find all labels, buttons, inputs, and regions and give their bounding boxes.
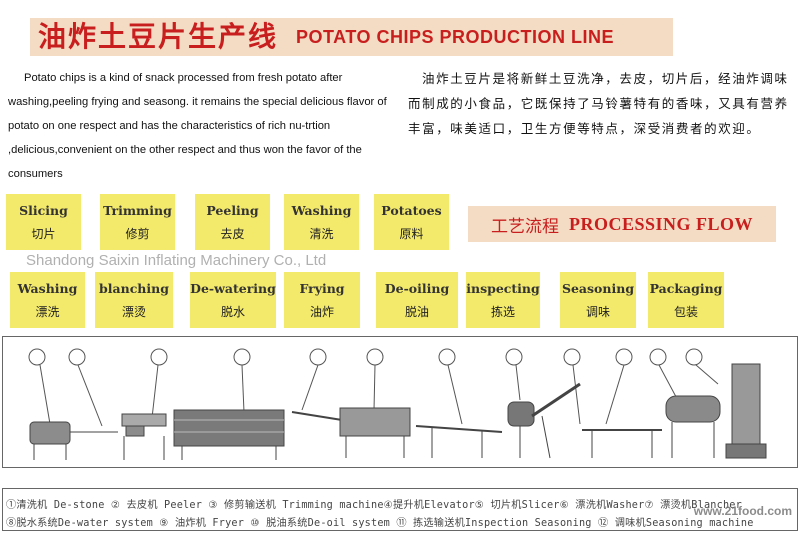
step-label-cn: 清洗 (309, 226, 334, 241)
step-label-cn: 油炸 (309, 304, 334, 319)
step-potatoes: Potatoes 原料 (374, 194, 449, 250)
step-label-cn: 修剪 (125, 226, 150, 241)
step-label-en: Potatoes (381, 202, 442, 218)
step-label-cn: 去皮 (220, 226, 245, 241)
flow-title-chinese: 工艺流程 (490, 216, 559, 237)
step-label-en: Seasoning (561, 280, 635, 296)
legend-row-2: ⑧脱水系统De-water system ⑨ 油炸机 Fryer ⑩ 脱油系统D… (6, 518, 754, 529)
step-label-en: Washing (291, 202, 352, 218)
site-watermark: www.21food.com (693, 504, 792, 518)
title-english: POTATO CHIPS PRODUCTION LINE (296, 27, 615, 47)
step-washing-2: Washing 漂洗 (10, 272, 85, 328)
step-label-cn: 脱水 (220, 304, 245, 319)
step-label-en: De-oiling (384, 280, 450, 296)
step-dewatering: De-watering 脱水 (190, 272, 276, 328)
step-label-en: blanching (99, 280, 169, 296)
company-watermark: Shandong Saixin Inflating Machinery Co.,… (26, 252, 327, 269)
title-chinese: 油炸土豆片生产线 (38, 20, 279, 53)
step-label-cn: 漂烫 (121, 304, 146, 319)
step-label-cn: 原料 (399, 226, 424, 241)
step-label-cn: 调味 (585, 304, 610, 319)
intro-chinese: 油炸土豆片是将新鲜土豆洗净，去皮，切片后，经油炸调味而制成的小食品，它既保持了马… (408, 71, 789, 136)
step-label-en: Frying (299, 280, 345, 296)
legend-box (2, 488, 798, 531)
step-blanching: blanching 漂烫 (95, 272, 173, 328)
step-label-cn: 切片 (31, 226, 56, 241)
step-label-cn: 包装 (673, 304, 698, 319)
step-inspecting: inspecting 拣选 (466, 272, 540, 328)
flow-title-english: PROCESSING FLOW (568, 213, 754, 234)
step-slicing: Slicing 切片 (6, 194, 81, 250)
step-trimming: Trimming 修剪 (100, 194, 175, 250)
step-label-en: inspecting (466, 280, 540, 296)
step-label-en: Packaging (649, 280, 723, 296)
step-label-en: Slicing (19, 202, 68, 218)
step-label-en: De-watering (190, 280, 276, 296)
step-washing: Washing 清洗 (284, 194, 359, 250)
step-label-en: Trimming (103, 202, 172, 218)
step-seasoning: Seasoning 调味 (560, 272, 636, 328)
step-frying: Frying 油炸 (284, 272, 360, 328)
machine-line-drawing (28, 348, 767, 460)
step-label-cn: 拣选 (490, 304, 515, 319)
legend-row-1: ①清洗机 De-stone ② 去皮机 Peeler ③ 修剪输送机 Trimm… (6, 500, 742, 511)
step-deoiling: De-oiling 脱油 (376, 272, 458, 328)
step-label-cn: 漂洗 (35, 304, 60, 319)
step-packaging: Packaging 包装 (648, 272, 724, 328)
step-label-cn: 脱油 (404, 304, 429, 319)
step-peeling: Peeling 去皮 (195, 194, 270, 250)
intro-english: Potato chips is a kind of snack processe… (8, 72, 387, 180)
step-label-en: Washing (17, 280, 78, 296)
machines (29, 363, 767, 460)
title-banner: 油炸土豆片生产线 POTATO CHIPS PRODUCTION LINE (30, 18, 673, 56)
callout-markers (28, 348, 719, 427)
processing-flow-banner: 工艺流程 PROCESSING FLOW (468, 206, 776, 242)
step-label-en: Peeling (206, 202, 259, 218)
